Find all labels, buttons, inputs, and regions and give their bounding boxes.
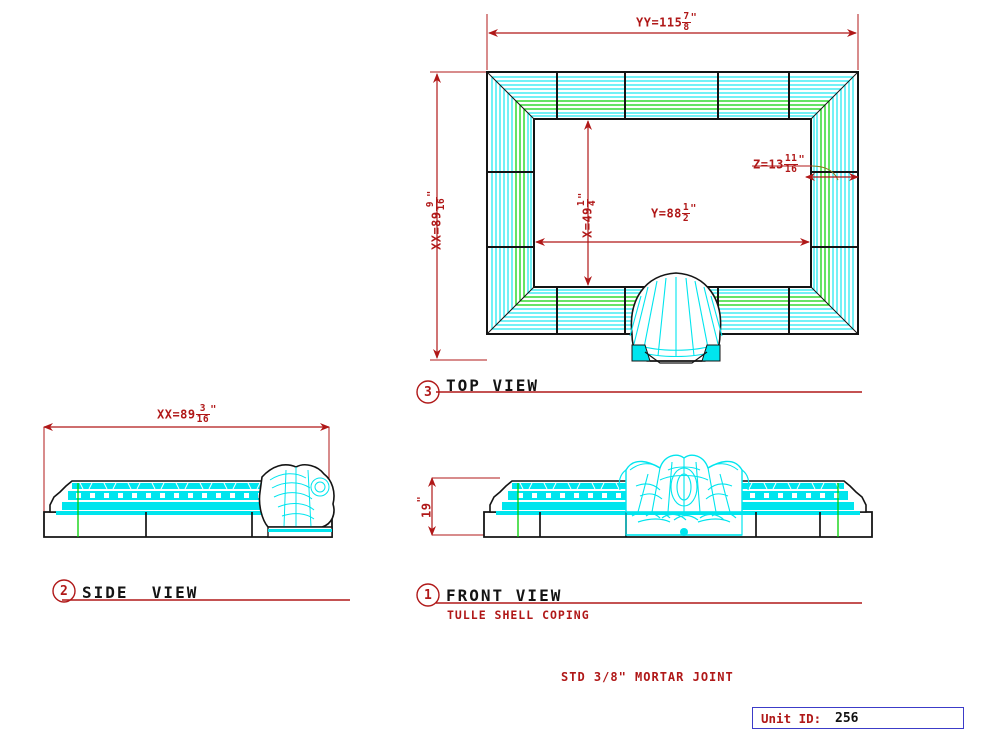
- coping-mitre-lines: [486, 71, 859, 335]
- front-view-label: FRONT VIEW: [446, 586, 563, 605]
- side-view-geometry: [43, 423, 350, 603]
- side-view-number-bubble: [52, 579, 76, 603]
- front-view-number-bubble: [416, 583, 440, 607]
- dim-front-view-height: 19": [417, 495, 434, 518]
- unit-id-value: 256: [835, 711, 859, 726]
- top-view-number: 3: [424, 385, 432, 400]
- front-view-geometry: [416, 454, 873, 607]
- coping-joint-lines: [487, 72, 858, 334]
- unit-id-box: Unit ID: 256: [752, 707, 964, 729]
- dim-z-leader: [752, 165, 859, 181]
- mortar-joint-note: STD 3/8" MORTAR JOINT: [561, 670, 734, 684]
- front-green-joint-marks: [517, 483, 839, 537]
- coping-inner-opening: [533, 118, 812, 288]
- unit-id-label: Unit ID:: [761, 711, 822, 726]
- top-view-geometry: [416, 14, 862, 404]
- shell-ornament-plan: [629, 272, 723, 364]
- front-view-number: 1: [424, 588, 432, 603]
- side-shell-ornament: [258, 464, 335, 538]
- top-view-number-bubble: [416, 380, 440, 404]
- side-view-number: 2: [60, 584, 68, 599]
- front-view-sublabel: TULLE SHELL COPING: [447, 608, 590, 622]
- side-joint-lines: [145, 512, 253, 537]
- top-view-extension-lines: [430, 14, 859, 361]
- front-shell-ornament: [618, 454, 750, 536]
- side-view-label: SIDE VIEW: [82, 583, 199, 602]
- top-view-label: TOP VIEW: [446, 376, 540, 395]
